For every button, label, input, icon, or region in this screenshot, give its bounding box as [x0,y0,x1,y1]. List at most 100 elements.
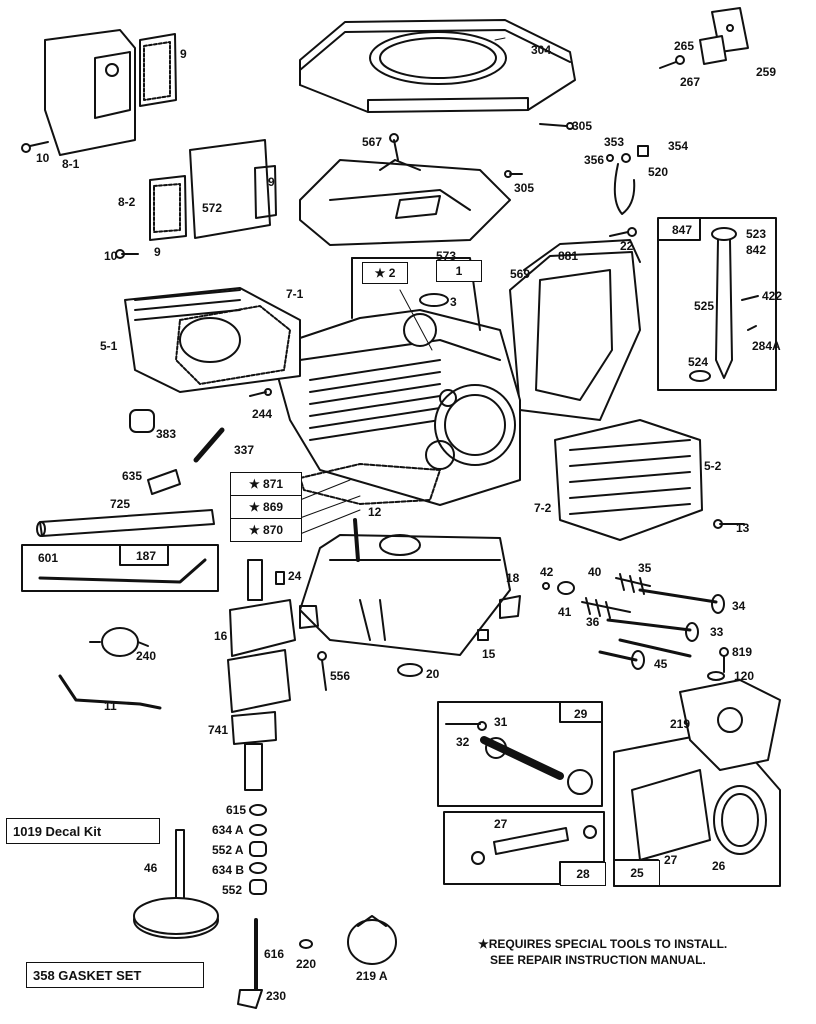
part-label: 556 [330,669,351,683]
part-label: 45 [654,657,668,671]
part-label: 819 [732,645,753,659]
washer-stack [249,804,267,895]
part-label: 615 [226,803,247,817]
part-label: 11 [104,699,117,713]
part-label: 842 [746,243,767,257]
part-label: 572 [202,201,223,215]
part-label: 337 [234,443,255,457]
part-label: 569 [510,267,531,281]
part-label: 22 [620,239,634,253]
sump-hardware [317,629,489,691]
part-label: 524 [688,355,709,369]
terminal-parts [606,145,649,215]
part-box-25: 25 [614,860,660,886]
governor-parts [679,647,781,771]
part-label: 40 [588,565,602,579]
part-label: 219 A [356,969,388,983]
tube-725 [36,509,215,537]
breather-gasket-881-569 [509,227,641,421]
star-box-871: ★ 871 [230,472,302,496]
part-label: 356 [584,153,605,167]
part-label: 24 [288,569,302,583]
part-label: 573 [436,249,457,263]
part-label: 354 [668,139,689,153]
part-label: 26 [712,859,726,873]
part-label: 7-1 [286,287,304,301]
governor-crank-219a [299,915,397,965]
air-guide-573 [299,159,511,246]
small-parts-left [129,388,272,495]
part-label: 5-2 [704,459,722,473]
part-label: 230 [266,989,287,1003]
part-label: 35 [638,561,652,575]
crankcase-sump [299,518,521,656]
part-label: 267 [680,75,701,89]
governor-shaft-616 [237,918,263,1009]
part-label: 220 [296,957,317,971]
part-label: 725 [110,497,131,511]
part-label: 634 A [212,823,244,837]
decal-kit-box: 1019 Decal Kit [6,818,160,844]
part-label: 305 [514,181,535,195]
part-label: 8-1 [62,157,80,171]
fuel-filter-240 [89,627,149,657]
part-box-28: 28 [560,862,606,886]
part-label: 7-2 [534,501,552,515]
connecting-rod-box [437,701,603,807]
part-label: 120 [734,669,755,683]
note-line-1: ★REQUIRES SPECIAL TOOLS TO INSTALL. [478,937,728,951]
part-label: 13 [736,521,750,535]
part-label: 29 [574,707,588,721]
part-label: 9 [180,47,187,61]
part-label: 520 [648,165,669,179]
part-label: 523 [746,227,767,241]
part-label: 187 [136,549,157,563]
valve-parts [542,573,725,670]
part-label: 9 [268,175,275,189]
cylinder-baffle-8-1 [21,29,177,156]
star-box-870: ★ 870 [230,518,302,542]
part-label: 18 [506,571,520,585]
part-label: 31 [494,715,508,729]
part-label: 3 [450,295,457,309]
part-label: 259 [756,65,777,79]
part-label: 634 B [212,863,245,877]
part-label: 41 [558,605,572,619]
part-label: 552 A [212,843,244,857]
part-label: 16 [214,629,228,643]
part-label: 284A [752,339,781,353]
part-label: 34 [732,599,746,613]
part-label: 12 [368,505,382,519]
part-label: 46 [144,861,158,875]
part-label: 8-2 [118,195,136,209]
part-label: 36 [586,615,600,629]
part-label: 240 [136,649,157,663]
leader-lines [299,37,506,535]
part-label: 27 [664,853,678,867]
part-label: 353 [604,135,625,149]
part-label: 616 [264,947,285,961]
part-label: 20 [426,667,440,681]
part-label: 304 [531,43,552,57]
part-label: 601 [38,551,59,565]
part-label: 10 [104,249,118,263]
part-label: 741 [208,723,229,737]
blower-housing-cover [299,19,576,113]
gasket-set-box: 358 GASKET SET [26,962,204,988]
screws-305-567 [389,122,574,178]
part-label: 265 [674,39,695,53]
crankshaft [227,559,296,791]
cylinder-block [269,257,521,506]
part-label: 847 [672,223,693,237]
part-label: 383 [156,427,177,441]
star-box-869: ★ 869 [230,495,302,519]
cylinder-baffle-8-2 [115,139,277,259]
part-label: 15 [482,647,496,661]
governor-gear-46 [133,829,219,939]
note-line-2: SEE REPAIR INSTRUCTION MANUAL. [490,953,706,967]
part-box-1: 1 [436,260,482,282]
part-label: 552 [222,883,243,897]
star-box-2: ★ 2 [362,262,408,284]
part-label: 10 [36,151,50,165]
